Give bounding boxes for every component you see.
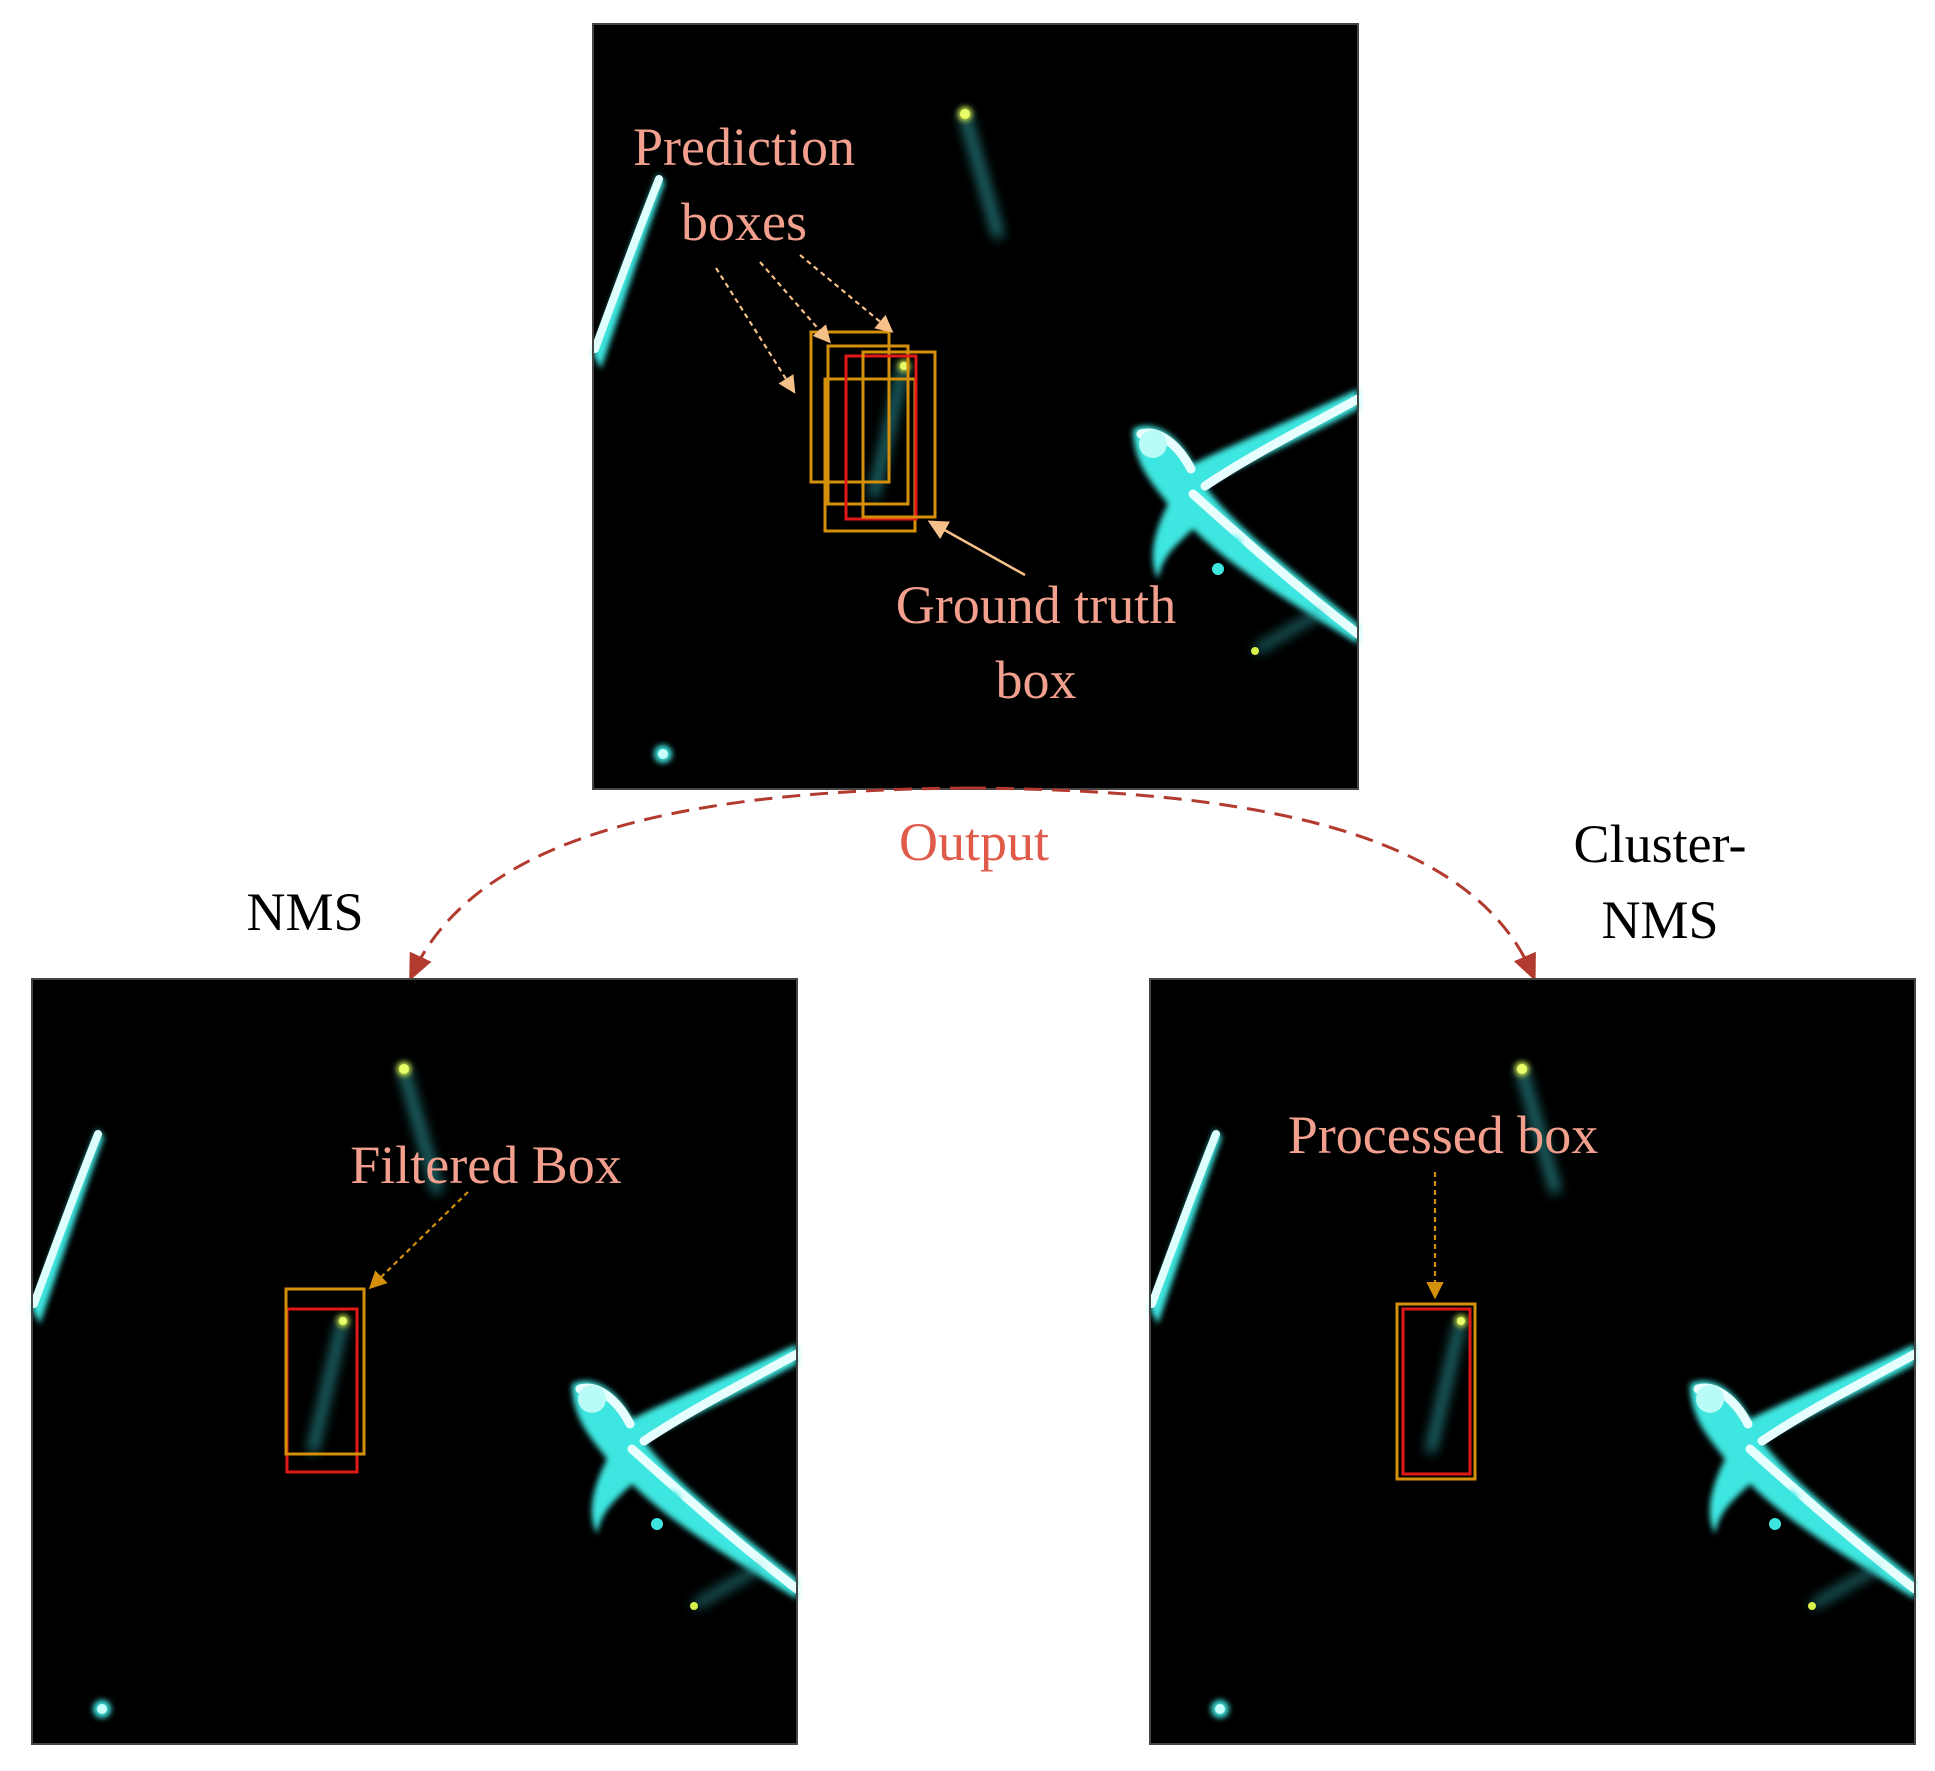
- ground-truth-label-line2: box: [996, 650, 1077, 710]
- cluster-nms-label-line2: NMS: [1601, 890, 1718, 950]
- ground-truth-box: [1401, 1307, 1472, 1476]
- ground-truth-box: [844, 354, 918, 521]
- flow-arrow-right: [967, 786, 1536, 982]
- processed-box-label: Processed box: [1288, 1105, 1598, 1165]
- prediction-label-line1: Prediction: [633, 117, 855, 177]
- processed-box: [1395, 1302, 1477, 1481]
- nms-panel: [32, 979, 797, 1744]
- output-label: Output: [899, 812, 1049, 872]
- cluster-nms-label-line1: Cluster-: [1574, 814, 1747, 874]
- prediction-arrows: [715, 254, 894, 394]
- prediction-box-1: [809, 330, 891, 484]
- prediction-box-4: [861, 350, 937, 519]
- nms-panel-image: [32, 979, 797, 1744]
- dotted-arrow-icon: [799, 254, 894, 333]
- dotted-arrow-icon: [715, 267, 796, 394]
- nms-label: NMS: [246, 882, 363, 942]
- ground-truth-arrow-icon: [927, 520, 1026, 577]
- flow-arrow-left: [409, 786, 969, 982]
- filtered-box-label: Filtered Box: [350, 1135, 621, 1195]
- ground-truth-label-line1: Ground truth: [896, 575, 1176, 635]
- cluster-nms-panel: [1150, 979, 1915, 1744]
- filtered-box-arrow-icon: [368, 1191, 469, 1290]
- prediction-box-2: [826, 344, 910, 506]
- filtered-box: [284, 1287, 366, 1456]
- cluster-nms-panel-image: [1150, 979, 1915, 1744]
- prediction-label-line2: boxes: [681, 192, 807, 252]
